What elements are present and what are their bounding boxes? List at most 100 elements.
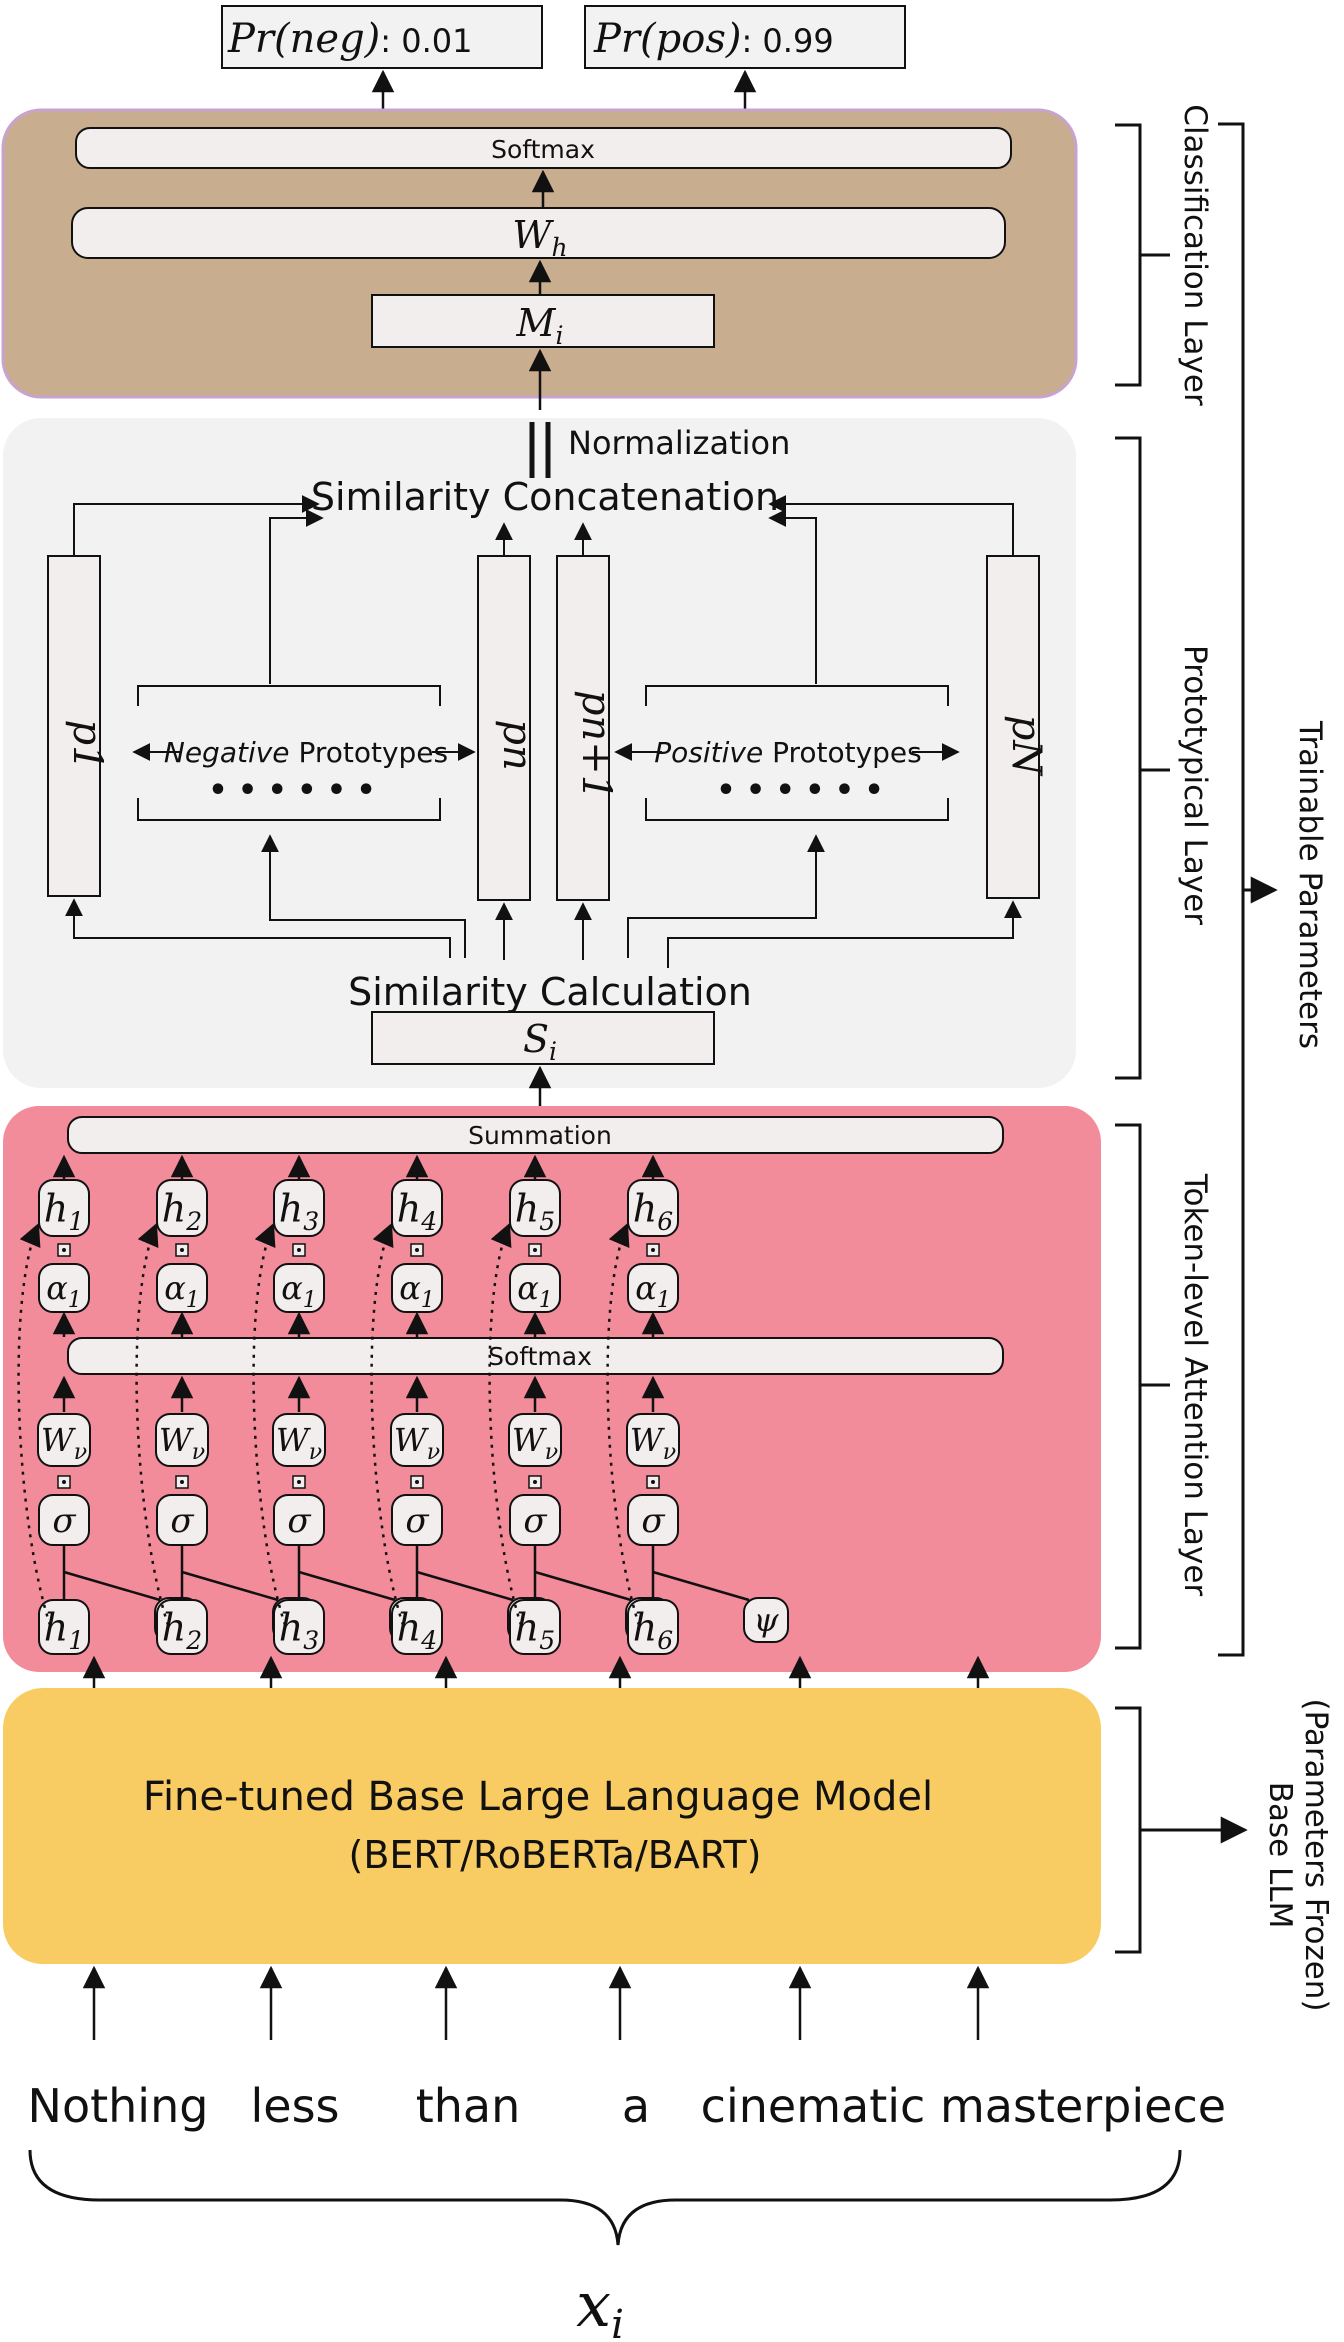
prototype-p1 — [47, 555, 101, 897]
si-box — [371, 1011, 715, 1065]
token-input-h4-label: h4 — [397, 1605, 437, 1655]
input-label: xi — [576, 2268, 624, 2342]
base-llm-side-label-1: Base LLM — [1262, 1782, 1298, 1929]
input-word-3: than — [416, 2079, 521, 2133]
output-pos-box: Pr(pos): 0.99 — [584, 5, 906, 69]
alpha-5-label: α1 — [517, 1269, 553, 1313]
base-llm-subtitle: (BERT/RoBERTa/BART) — [349, 1833, 762, 1877]
token-input-h2-label: h2 — [162, 1605, 202, 1655]
positive-prototypes-ellipsis: • • • • • • — [716, 773, 883, 808]
token-columns: h1ψσWνα1h1h2ψσWνα1h2h3ψσWνα1h3h4ψσWνα1h4… — [17, 1154, 789, 1655]
prototype-pN-label: pN — [1003, 715, 1049, 778]
si-label: Si — [523, 1017, 557, 1066]
base-to-attention-arrows — [82, 1655, 990, 1688]
sigma-4-label: σ — [405, 1501, 429, 1541]
attention-layer: Summation Softmax h1ψσWνα1h1h2ψσWνα1h2h3… — [3, 1106, 1101, 1672]
w-nu-5-box — [508, 1413, 562, 1467]
input-word-4: a — [622, 2079, 650, 2133]
output-neg-text: Pr(neg): 0.01 — [227, 16, 473, 62]
attention-softmax-box — [67, 1337, 1004, 1375]
prototypical-layer-label: Prototypical Layer — [1177, 645, 1213, 925]
input-word-6: masterpiece — [940, 2079, 1226, 2133]
negative-prototypes-label: Negative Prototypes — [164, 736, 448, 769]
w-nu-5-label: Wν — [512, 1421, 558, 1465]
trainable-parameters-label: Trainable Parameters — [1292, 720, 1328, 1049]
sigma-2-label: σ — [170, 1501, 194, 1541]
classification-softmax-box — [75, 127, 1012, 169]
token-input-h1-label: h1 — [44, 1605, 84, 1655]
w-nu-6-label: Wν — [630, 1421, 676, 1465]
w-nu-2-label: Wν — [159, 1421, 205, 1465]
alpha-1-label: α1 — [46, 1269, 82, 1313]
input-word-1: Nothing — [28, 2079, 209, 2133]
w-nu-2-box — [155, 1413, 209, 1467]
prototype-pn-label: pn — [494, 719, 540, 770]
token-output-h4-label: h4 — [397, 1186, 437, 1236]
input-arrows — [82, 1965, 990, 2040]
prototype-pN — [986, 555, 1040, 899]
attention-layer-label: Token-level Attention Layer — [1177, 1173, 1213, 1597]
token-column-4: h4ψσWνα1h4 — [370, 1154, 553, 1655]
wh-box — [71, 207, 1006, 259]
input-brace — [28, 2149, 1182, 2246]
attention-bracket — [1115, 1123, 1142, 1650]
classification-bracket — [1115, 123, 1142, 387]
classification-layer: Softmax Wh Mi — [1, 108, 1078, 399]
token-output-h6-label: h6 — [633, 1186, 673, 1236]
mi-box — [371, 294, 715, 348]
input-word-5: cinematic — [701, 2079, 926, 2133]
sigma-1-label: σ — [52, 1501, 76, 1541]
w-nu-4-box — [390, 1413, 444, 1467]
token-output-h2-label: h2 — [162, 1186, 202, 1236]
input-word-2: less — [250, 2079, 339, 2133]
negative-prototypes-ellipsis: • • • • • • — [208, 773, 375, 808]
similarity-concatenation-label: Similarity Concatenation — [311, 475, 779, 519]
base-llm-block: Fine-tuned Base Large Language Model (BE… — [3, 1688, 1101, 1964]
token-output-h3-label: h3 — [279, 1186, 319, 1236]
sigma-3-label: σ — [287, 1501, 311, 1541]
token-input-h5-label: h5 — [515, 1605, 555, 1655]
alpha-3-label: α1 — [281, 1269, 317, 1313]
w-nu-1-box — [37, 1413, 91, 1467]
prototype-pn1-label: pn+1 — [573, 690, 619, 800]
alpha-2-label: α1 — [164, 1269, 200, 1313]
base-llm-side-label-2: (Parameters Frozen) — [1298, 1698, 1334, 2011]
base-llm-title: Fine-tuned Base Large Language Model — [143, 1774, 933, 1820]
w-nu-6-box — [626, 1413, 680, 1467]
positive-prototypes-label: Positive Prototypes — [654, 736, 922, 769]
token-input-h3-label: h3 — [279, 1605, 319, 1655]
psi-6-box — [743, 1597, 789, 1643]
psi-6-label: ψ — [753, 1601, 779, 1639]
sigma-5-label: σ — [523, 1501, 547, 1541]
token-column-6: h6 ψ σ Wν α1 h6 — [606, 1154, 789, 1655]
prototype-pn1 — [556, 555, 610, 901]
mi-label: Mi — [516, 301, 564, 350]
attention-softmax-label: Softmax — [488, 1342, 592, 1371]
summation-label: Summation — [468, 1121, 612, 1150]
output-neg-box: Pr(neg): 0.01 — [221, 5, 543, 69]
token-column-3: h3ψσWνα1h3 — [252, 1154, 435, 1655]
sigma-6-label: σ — [641, 1501, 665, 1541]
prototype-pn — [477, 555, 531, 901]
w-nu-4-label: Wν — [394, 1421, 440, 1465]
classification-layer-label: Classification Layer — [1177, 104, 1213, 406]
output-pos-text: Pr(pos): 0.99 — [593, 16, 834, 62]
prototypical-bracket — [1115, 436, 1142, 1080]
w-nu-3-label: Wν — [276, 1421, 322, 1465]
trainable-bracket — [1218, 122, 1245, 1657]
token-input-h6-label: h6 — [633, 1605, 673, 1655]
base-llm-bracket — [1115, 1706, 1142, 1954]
alpha-6-label: α1 — [635, 1269, 671, 1313]
similarity-calculation-label: Similarity Calculation — [348, 970, 752, 1014]
alpha-4-label: α1 — [399, 1269, 435, 1313]
w-nu-1-label: Wν — [41, 1421, 87, 1465]
prototypical-layer: Normalization Similarity Concatenation p… — [3, 418, 1076, 1088]
input-words: Nothing less than a cinematic masterpiece — [28, 2079, 1226, 2133]
token-output-h1-label: h1 — [44, 1186, 84, 1236]
prototype-p1-label: p1 — [64, 719, 110, 770]
w-nu-3-box — [272, 1413, 326, 1467]
summation-box — [67, 1116, 1004, 1154]
classification-softmax-label: Softmax — [491, 135, 595, 164]
normalization-label: Normalization — [568, 424, 790, 462]
